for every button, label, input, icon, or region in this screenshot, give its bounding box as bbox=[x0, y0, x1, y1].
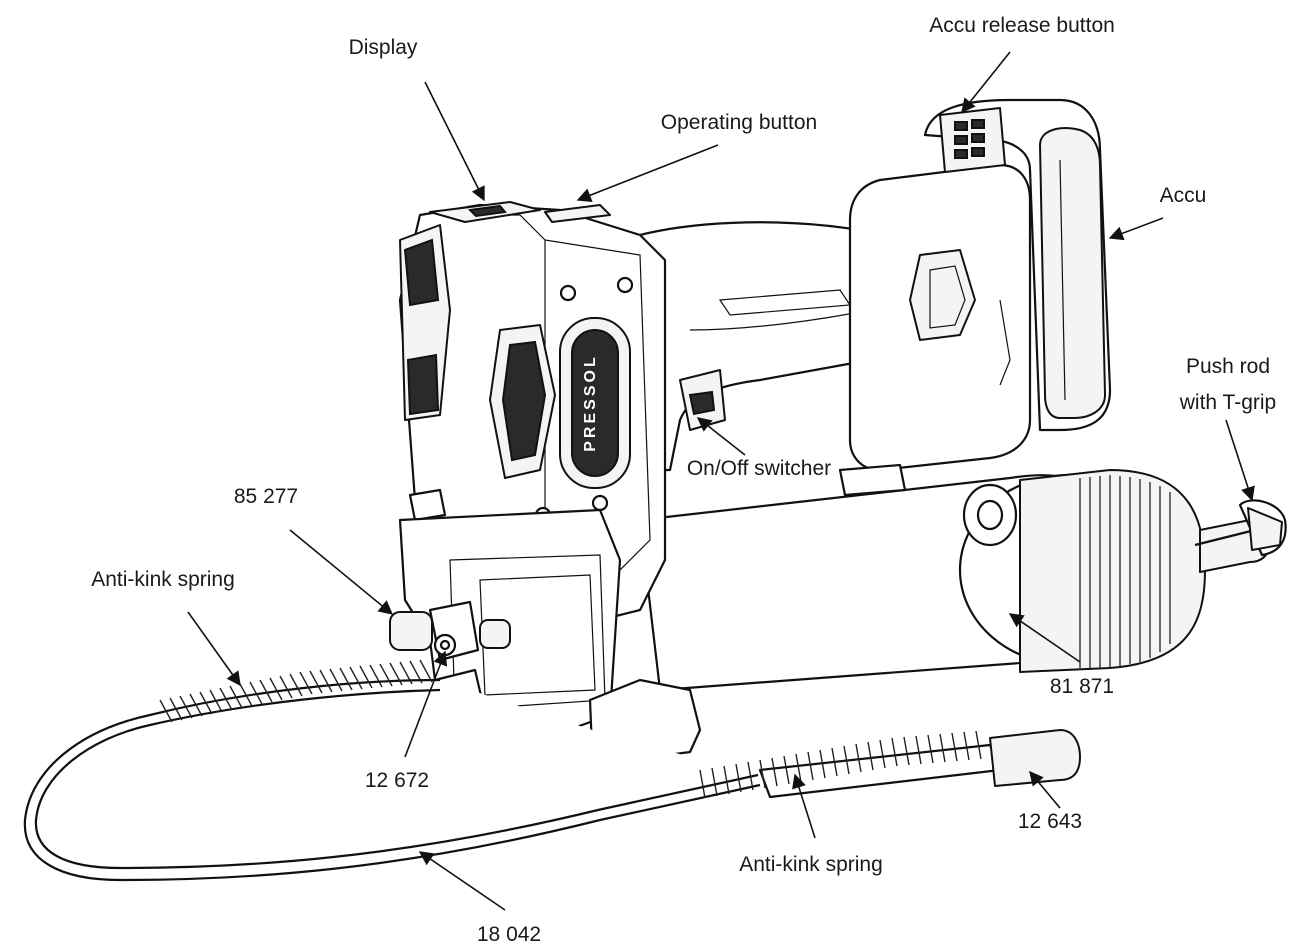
battery-housing bbox=[838, 98, 1112, 497]
part-81871-leader bbox=[1008, 613, 1081, 663]
part-18042-leader bbox=[418, 851, 506, 911]
anti-kink-spring-lower-label: Anti-kink spring bbox=[739, 853, 883, 876]
grease-gun-illustration: PRESSOL bbox=[23, 98, 1287, 882]
push-rod-t-grip bbox=[1194, 499, 1287, 557]
pressol-logo-text: PRESSOL bbox=[582, 354, 599, 451]
display-label: Display bbox=[349, 36, 418, 59]
part-12643-label: 12 643 bbox=[1018, 810, 1082, 833]
part-12672-leader bbox=[404, 650, 448, 758]
part-18042-label: 18 042 bbox=[477, 923, 541, 946]
accu-release-button-part bbox=[939, 107, 1006, 173]
upper-hose bbox=[23, 678, 761, 882]
hose-fittings bbox=[389, 600, 511, 710]
lower-anti-kink-spring bbox=[699, 730, 982, 799]
part-81871-label: 81 871 bbox=[1050, 675, 1114, 698]
accu-label: Accu bbox=[1160, 184, 1207, 207]
callout-labels: Display Operating button Accu release bu… bbox=[91, 14, 1276, 946]
operating-button-label: Operating button bbox=[661, 111, 817, 134]
anti-kink-upper-leader bbox=[187, 611, 241, 687]
display-panel bbox=[429, 201, 541, 223]
anti-kink-lower-leader bbox=[792, 773, 816, 839]
part-12672-label: 12 672 bbox=[365, 769, 429, 792]
display-leader bbox=[424, 81, 485, 202]
accu-release-button-label: Accu release button bbox=[929, 14, 1115, 37]
push-rod-label-line1: Push rod bbox=[1186, 355, 1270, 378]
on-off-switcher-leader bbox=[696, 417, 746, 456]
push-rod-label-line2: with T-grip bbox=[1179, 391, 1276, 414]
lower-extension-pipe bbox=[758, 729, 1081, 799]
pressol-badge: PRESSOL bbox=[559, 317, 631, 489]
part-85277-label: 85 277 bbox=[234, 485, 298, 508]
accu-leader bbox=[1108, 217, 1164, 241]
accu-release-leader bbox=[961, 51, 1011, 114]
push-rod-leader bbox=[1225, 419, 1255, 502]
anti-kink-spring-upper-label: Anti-kink spring bbox=[91, 568, 235, 591]
part-12643-leader bbox=[1029, 770, 1061, 809]
part-85277-leader bbox=[289, 529, 394, 615]
grease-cartridge-tube bbox=[638, 469, 1272, 692]
tube-grip-ribs bbox=[1079, 475, 1171, 668]
callout-lines bbox=[187, 51, 1255, 911]
operating-button-leader bbox=[576, 144, 719, 202]
on-off-switcher-label: On/Off switcher bbox=[687, 457, 831, 480]
operating-button-part bbox=[544, 204, 611, 223]
upper-anti-kink-spring bbox=[159, 659, 433, 723]
